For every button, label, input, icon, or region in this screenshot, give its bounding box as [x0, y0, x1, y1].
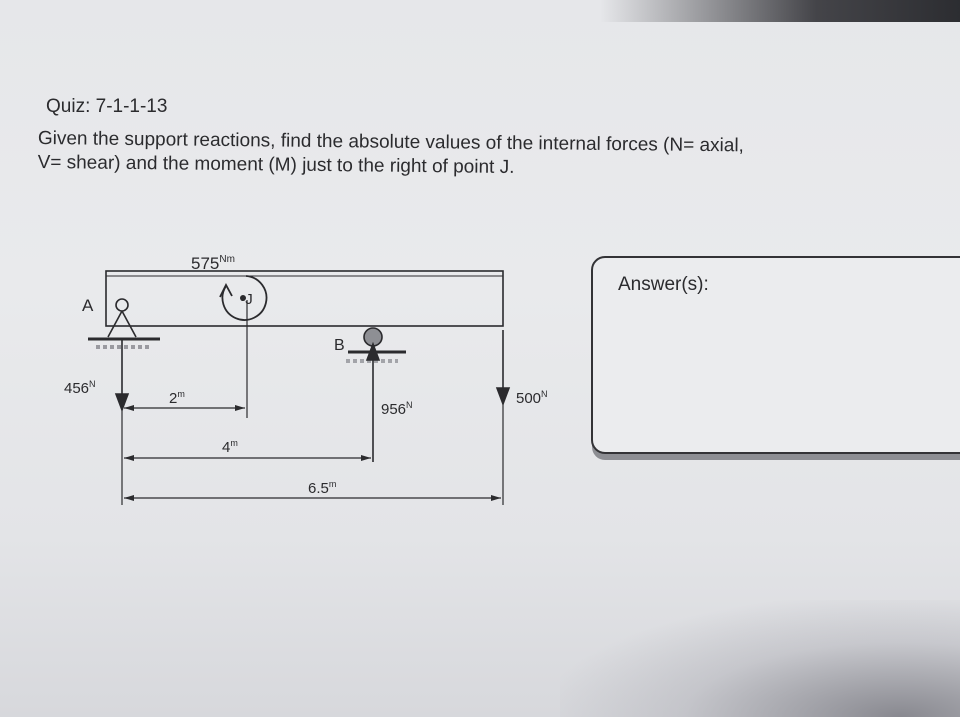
moment-arrow-head — [219, 283, 233, 298]
label-b: B — [334, 337, 345, 354]
dimension-arrowheads — [124, 405, 501, 501]
reaction-b-label: 956N — [381, 400, 413, 418]
reaction-b-value: 956 — [381, 401, 406, 418]
answer-label: Answer(s): — [618, 274, 709, 295]
dim-j-unit: m — [177, 389, 185, 399]
moment-label: 575Nm — [191, 254, 235, 273]
moment-arrow — [221, 275, 268, 321]
reaction-b-arrowhead — [365, 341, 381, 361]
reaction-b-unit: N — [406, 400, 413, 410]
dim-j-value: 2 — [169, 390, 177, 407]
top-shadow — [600, 0, 960, 22]
dim-end-label: 6.5m — [308, 479, 336, 497]
load-unit: N — [541, 389, 548, 399]
reaction-a-label: 456N — [64, 379, 96, 397]
dim-b-value: 4 — [222, 439, 230, 456]
dim-b-unit: m — [230, 438, 238, 448]
load-label: 500N — [516, 389, 548, 407]
moment-value: 575 — [191, 254, 219, 273]
reaction-a-value: 456 — [64, 380, 89, 397]
label-a: A — [82, 296, 94, 315]
load-value: 500 — [516, 390, 541, 407]
reaction-a-unit: N — [89, 379, 96, 389]
pin-support-a — [88, 298, 160, 349]
label-j: •J — [240, 291, 253, 308]
moment-unit: Nm — [219, 254, 235, 265]
quiz-title: Quiz: 7-1-1-13 — [46, 96, 168, 117]
bottom-shadow — [560, 600, 960, 717]
point-j-dot — [240, 295, 246, 301]
dim-end-unit: m — [329, 479, 337, 489]
dim-b-label: 4m — [222, 438, 238, 456]
dim-j-label: 2m — [169, 389, 185, 407]
answer-box[interactable]: Answer(s): — [591, 256, 960, 454]
reaction-a-arrowhead — [114, 393, 130, 413]
load-arrowhead — [495, 387, 511, 407]
beam — [105, 270, 504, 327]
dim-end-value: 6.5 — [308, 480, 329, 497]
dimension-lines — [124, 407, 501, 499]
